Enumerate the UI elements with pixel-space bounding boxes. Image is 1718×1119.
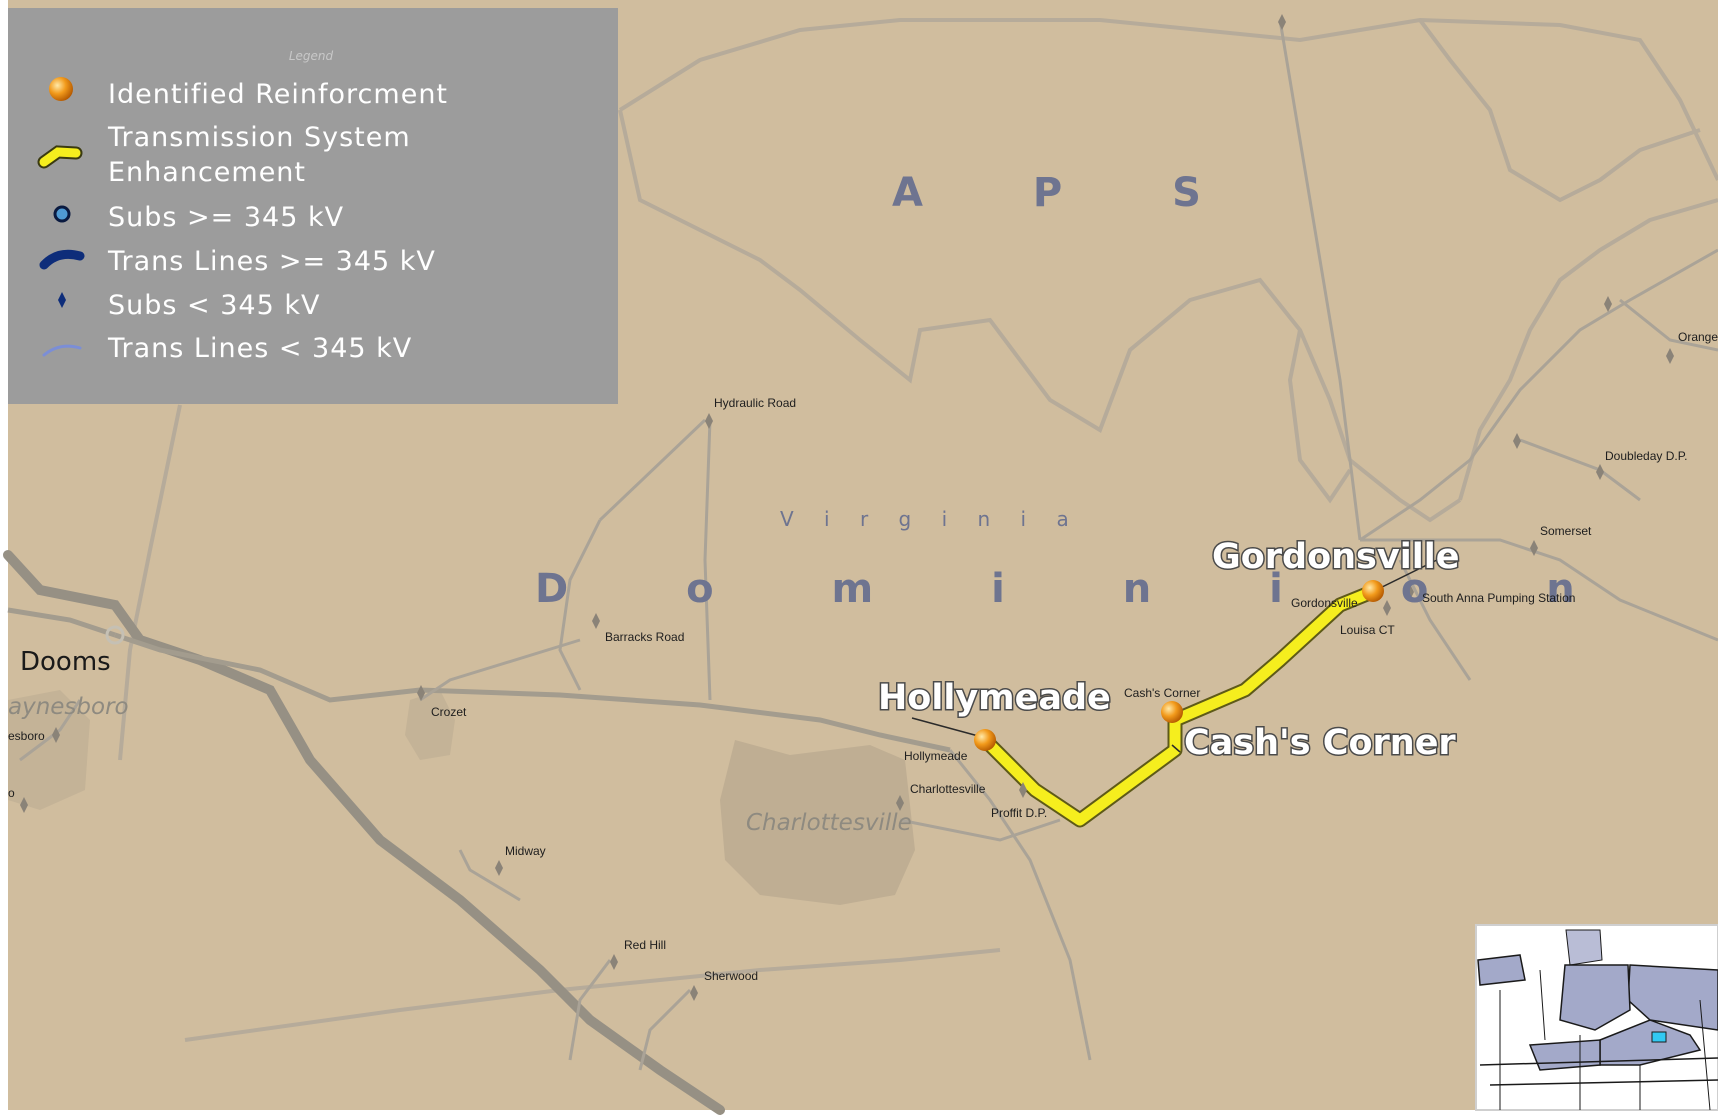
blue-circle-icon — [53, 205, 71, 223]
diamond-icon — [58, 292, 66, 308]
light-blue-line-icon — [42, 344, 82, 357]
diamond-icon — [1604, 296, 1612, 312]
diamond-icon — [896, 795, 904, 811]
yellow-line-icon — [39, 147, 81, 167]
callout-leaders — [911, 555, 1446, 753]
diamond-icon — [1513, 433, 1521, 449]
diamond-icon — [1383, 600, 1391, 616]
charlottesville-area — [720, 740, 915, 905]
diamond-icon — [592, 613, 600, 629]
sub-label-charlottesville: Charlottesville — [910, 782, 986, 796]
city-label-charlottesville: Charlottesville — [746, 810, 912, 836]
dooms-substation-icon[interactable] — [105, 625, 125, 645]
sub-label-midway: Midway — [505, 844, 546, 858]
inset-locator-map — [1475, 924, 1718, 1111]
legend-panel: Legend Identified Reinforcment Transmiss… — [8, 8, 618, 404]
sub-label-sherwood: Sherwood — [704, 969, 758, 983]
legend-item-enhancement-line2: Enhancement — [108, 157, 306, 188]
sub-label-south-anna: South Anna Pumping Station — [1422, 591, 1575, 605]
diamond-icon — [1406, 584, 1414, 600]
legend-item-lines-345: Trans Lines >= 345 kV — [107, 246, 436, 277]
sub-label-red-hill: Red Hill — [624, 938, 666, 952]
orange-sphere-icon — [49, 77, 73, 101]
sub-label-barracks-road: Barracks Road — [605, 630, 684, 644]
waynesboro-area — [8, 690, 90, 810]
legend-item-reinforcement: Identified Reinforcment — [108, 79, 448, 110]
region-label-dominion: D o m i n i o n — [535, 566, 1627, 612]
sub-label-crozet: Crozet — [431, 705, 467, 719]
sub-label-hydraulic-road: Hydraulic Road — [714, 396, 796, 410]
callout-hollymeade: Hollymeade — [878, 678, 1111, 718]
sub-label-hollymeade: Hollymeade — [904, 749, 968, 763]
city-label-waynesboro: aynesboro — [8, 694, 129, 720]
sub-label-proffit: Proffit D.P. — [991, 806, 1047, 820]
city-label-dooms: Dooms — [20, 647, 111, 677]
diamond-icon — [52, 727, 60, 743]
sub-label-louisa-ct: Louisa CT — [1340, 623, 1395, 637]
trans-lines-lt-345 — [19, 19, 1718, 1071]
sub-label-gordonsville: Gordonsville — [1291, 596, 1358, 610]
callout-cashs-corner: Cash's Corner — [1184, 723, 1456, 763]
diamond-icon — [690, 985, 698, 1001]
left-margin — [0, 0, 8, 1119]
city-label-waynesboro-small: esboro — [8, 729, 45, 743]
reinforcement-cashs-corner[interactable] — [1161, 701, 1183, 723]
bottom-margin — [0, 1110, 1718, 1119]
trans-lines-345-b — [7, 607, 951, 753]
crozet-area — [405, 690, 455, 760]
diamond-icon — [1530, 540, 1538, 556]
diamond-icon — [705, 413, 713, 429]
diamond-icon — [1278, 14, 1286, 30]
legend-item-lines-lt-345: Trans Lines < 345 kV — [107, 333, 412, 364]
diamond-icon — [610, 954, 618, 970]
diamond-icon — [417, 685, 425, 701]
sub-label-cashs-corner: Cash's Corner — [1124, 686, 1200, 700]
legend-item-enhancement: Transmission System — [107, 122, 411, 153]
dark-blue-line-icon — [39, 249, 85, 270]
diamond-icon — [1666, 348, 1674, 364]
sub-label-doubleday: Doubleday D.P. — [1605, 449, 1688, 463]
legend-title: Legend — [289, 49, 334, 63]
trans-lines-345 — [3, 550, 725, 1115]
sub-label-orange: Orange — [1678, 330, 1718, 344]
diamond-icon — [1019, 782, 1027, 798]
sub-label-somerset: Somerset — [1540, 524, 1592, 538]
diamond-icon — [20, 797, 28, 813]
legend-item-subs-345: Subs >= 345 kV — [108, 202, 344, 233]
subs-lt-345 — [20, 14, 1674, 1001]
callout-gordonsville: Gordonsville — [1212, 537, 1459, 577]
diamond-icon — [1596, 464, 1604, 480]
legend-item-subs-lt-345: Subs < 345 kV — [108, 290, 320, 321]
diamond-icon — [495, 860, 503, 876]
region-label-aps: A P S — [892, 170, 1249, 216]
region-label-virginia: V i r g i n i a — [780, 507, 1081, 531]
reinforcement-hollymeade[interactable] — [974, 729, 996, 751]
city-label-edge-o: o — [8, 786, 15, 800]
reinforcement-gordonsville[interactable] — [1362, 580, 1384, 602]
